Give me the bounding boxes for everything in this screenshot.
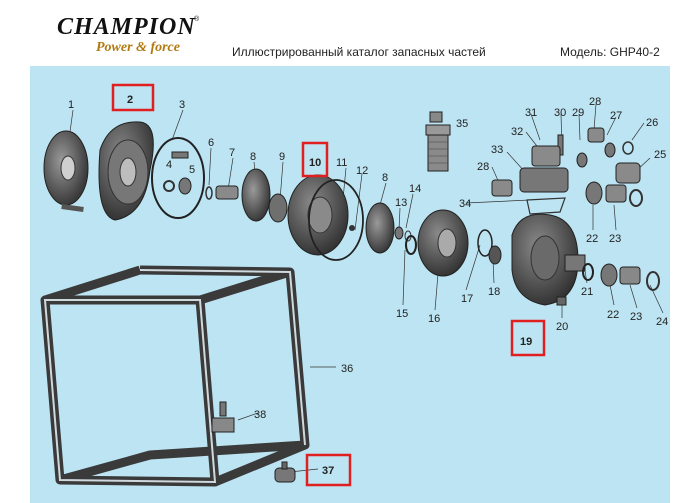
part-pump-frame: [40, 265, 310, 487]
part-label: 38: [254, 409, 266, 421]
registered-mark: ®: [194, 16, 200, 23]
part-clamp: [646, 271, 660, 291]
part-rubber-foot: [274, 461, 296, 483]
highlight-box-part-2: [111, 83, 155, 112]
part-pump-body: [511, 213, 586, 306]
part-pump-housing: [287, 174, 349, 256]
brand-logo: CHAMPION: [57, 14, 196, 40]
part-label: 22: [586, 233, 598, 245]
highlight-box-part-37: [305, 453, 352, 487]
part-washer: [163, 180, 175, 192]
part-label: 21: [581, 286, 593, 298]
part-label: 11: [336, 157, 347, 169]
part-label: 35: [456, 118, 468, 130]
part-28: [587, 127, 605, 143]
part-number-labels: 1 2 3 4 5 6 7 8 9 10 11 12 8 13 14 15 16…: [68, 94, 668, 477]
part-strainer: [425, 111, 451, 172]
part-label-highlighted: 19: [520, 336, 532, 348]
part-pulley-disc: [43, 130, 89, 213]
part-shaft-sleeve: [215, 185, 239, 200]
part-seal: [268, 193, 288, 223]
part-label: 28: [477, 161, 489, 173]
part-label: 36: [341, 363, 353, 375]
part-frame-mount: [211, 401, 235, 433]
part-label: 22: [607, 309, 619, 321]
part-label: 15: [396, 308, 408, 320]
part-label: 4: [166, 159, 172, 171]
part-bearing: [178, 177, 192, 195]
part-label: 32: [511, 126, 523, 138]
part-label: 18: [488, 286, 500, 298]
part-label: 13: [395, 197, 407, 209]
part-label: 5: [189, 164, 195, 176]
part-28b: [491, 179, 513, 197]
part-29: [576, 152, 588, 168]
part-inlet-nut: [585, 181, 603, 205]
part-seal-ring: [405, 235, 417, 255]
brand-tagline: Power & force: [96, 40, 180, 55]
part-label: 8: [382, 172, 388, 184]
part-label: 28: [589, 96, 601, 108]
part-inlet-body: [519, 167, 569, 193]
part-label: 31: [525, 107, 537, 119]
highlight-box-part-10: [301, 141, 329, 178]
part-label: 7: [229, 147, 235, 159]
part-gasket: [526, 197, 566, 215]
part-label: 9: [279, 151, 285, 163]
part-label: 29: [572, 107, 584, 119]
part-label-highlighted: 10: [309, 157, 321, 169]
part-label: 26: [646, 117, 658, 129]
part-label: 27: [610, 110, 622, 122]
part-nut: [394, 226, 404, 240]
part-label: 17: [461, 293, 473, 305]
part-drain-plug: [556, 296, 567, 306]
part-o-ring-large: [151, 137, 205, 219]
part-label: 25: [654, 149, 666, 161]
part-label: 34: [459, 198, 471, 210]
part-impeller-disk: [241, 168, 271, 222]
part-label-highlighted: 37: [322, 465, 334, 477]
part-label: 16: [428, 313, 440, 325]
part-outlet-nut: [600, 263, 618, 287]
part-volute-plate: [417, 209, 469, 277]
catalog-header: CHAMPION ® Power & force Иллюстрированны…: [0, 0, 700, 66]
part-label: 8: [250, 151, 256, 163]
part-label-highlighted: 2: [127, 94, 133, 106]
model-label: Модель: GHP40-2: [560, 45, 660, 59]
part-label: 14: [409, 183, 421, 195]
part-cap: [615, 162, 641, 184]
part-inlet-fitting: [605, 184, 627, 203]
part-small-ring: [205, 186, 213, 200]
part-housing-ring: [308, 179, 364, 261]
part-ring-26: [622, 141, 634, 155]
part-label: 23: [630, 311, 642, 323]
frame-highlight: [43, 269, 306, 484]
part-label: 3: [179, 99, 185, 111]
catalog-title: Иллюстрированный каталог запасных частей: [232, 45, 486, 59]
part-27: [604, 142, 616, 158]
part-outlet-fitting: [619, 266, 641, 285]
part-label: 6: [208, 137, 214, 149]
part-label: 23: [609, 233, 621, 245]
part-label: 1: [68, 99, 74, 111]
part-label: 12: [356, 165, 368, 177]
part-label: 20: [556, 321, 568, 333]
highlight-box-part-19: [510, 319, 546, 357]
part-clamp-2: [629, 189, 643, 207]
leader-lines: [69, 103, 664, 473]
part-engine-cover: [98, 121, 154, 221]
part-valve-31: [531, 145, 561, 167]
part-pin: [349, 225, 355, 231]
part-label: 30: [554, 107, 566, 119]
part-label: 33: [491, 144, 503, 156]
part-bolt: [171, 151, 189, 159]
part-impeller-disk-2: [365, 202, 395, 254]
part-disk-18: [488, 245, 502, 265]
part-ring-17: [477, 229, 493, 257]
part-outlet-ring: [582, 263, 594, 281]
part-label: 24: [656, 316, 668, 328]
